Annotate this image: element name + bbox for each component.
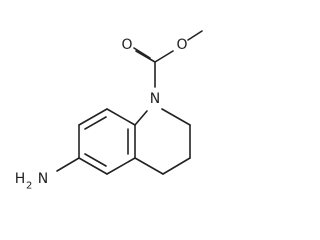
amine-h-label: H [15, 171, 26, 187]
aromatic-ring [78, 108, 136, 175]
amine-subscript-label: 2 [26, 181, 32, 192]
bond-c6-n-amine [56, 157, 80, 172]
bond-c4-c4a [134, 157, 164, 175]
amine-group [56, 157, 80, 172]
ester-group [133, 30, 203, 88]
structure-diagram: O O N H 2 N [15, 30, 203, 192]
ring-nitrogen-label: N [150, 91, 160, 107]
bond-c5-c6 [78, 157, 108, 175]
carbonyl-oxygen-label: O [121, 37, 132, 53]
bond-c5-c6-inner [84, 153, 107, 167]
bond-o-methyl [187, 30, 203, 41]
bond-c8-c8a [106, 108, 136, 126]
saturated-ring [134, 108, 191, 175]
bond-c4a-c5 [106, 157, 136, 175]
bond-c-o-double-1 [135, 50, 156, 63]
bond-c-o-single [154, 50, 174, 63]
bond-c8a-n [134, 110, 148, 126]
bond-c7-c8 [78, 108, 108, 126]
bond-n-c2 [161, 108, 191, 126]
bond-c7-c8-inner [84, 116, 107, 130]
bond-c3-c4 [162, 157, 191, 175]
amine-n-label: N [38, 171, 48, 187]
ester-oxygen-label: O [176, 37, 187, 53]
bond-c-o-double-2 [133, 47, 151, 59]
